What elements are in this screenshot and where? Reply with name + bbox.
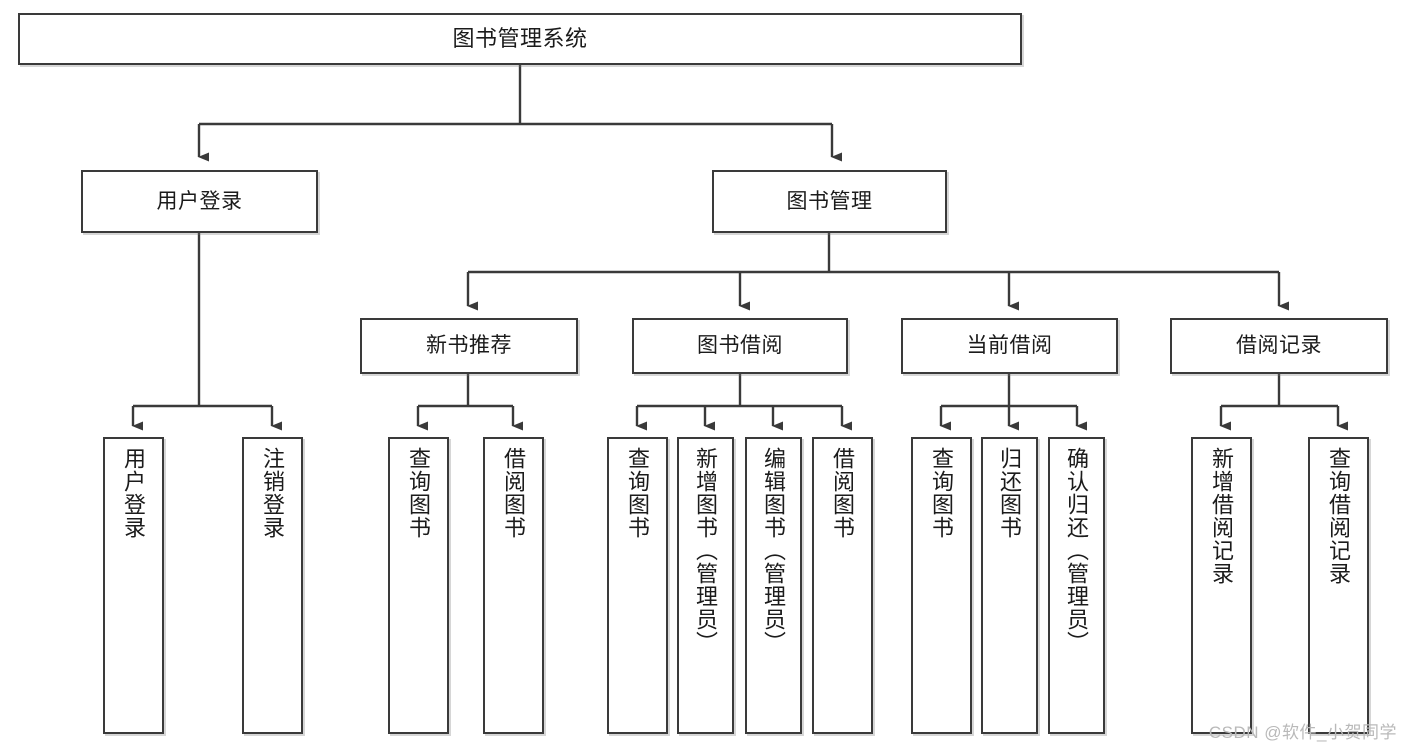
node-label: 新书推荐	[426, 334, 512, 358]
watermark: CSDN @软件_小贺同学	[1208, 723, 1397, 742]
leaf-borrow-borrow-book[interactable]: 借阅图书	[812, 437, 873, 734]
node-user-login[interactable]: 用户登录	[81, 170, 318, 233]
leaf-borrow-add-book-admin[interactable]: 新增图书（管理员）	[677, 437, 734, 734]
node-label: 确认归还（管理员）	[1064, 447, 1090, 654]
node-label: 编辑图书（管理员）	[761, 447, 787, 654]
leaf-borrow-edit-book-admin[interactable]: 编辑图书（管理员）	[745, 437, 802, 734]
leaf-borrow-query-book[interactable]: 查询图书	[607, 437, 668, 734]
node-book-borrow[interactable]: 图书借阅	[632, 318, 848, 374]
node-label: 注销登录	[260, 447, 286, 539]
node-current-borrow[interactable]: 当前借阅	[901, 318, 1118, 374]
node-new-book-recommend[interactable]: 新书推荐	[360, 318, 578, 374]
node-label: 图书借阅	[697, 334, 783, 358]
node-label: 用户登录	[121, 447, 147, 539]
leaf-current-query-book[interactable]: 查询图书	[911, 437, 972, 734]
node-book-management[interactable]: 图书管理	[712, 170, 947, 233]
leaf-new-book-query-book[interactable]: 查询图书	[388, 437, 449, 734]
node-label: 查询图书	[406, 447, 432, 539]
node-label: 图书管理	[786, 189, 873, 213]
node-label: 新增借阅记录	[1209, 447, 1235, 585]
node-label: 图书管理系统	[452, 25, 588, 51]
node-label: 借阅图书	[830, 447, 856, 539]
node-label: 查询图书	[929, 447, 955, 539]
node-label: 查询图书	[625, 447, 651, 539]
leaf-user-login[interactable]: 用户登录	[103, 437, 164, 734]
node-label: 借阅图书	[501, 447, 527, 539]
leaf-records-query-record[interactable]: 查询借阅记录	[1308, 437, 1369, 734]
node-label: 查询借阅记录	[1326, 447, 1352, 585]
node-label: 用户登录	[156, 189, 243, 213]
node-root-system[interactable]: 图书管理系统	[18, 13, 1022, 65]
node-label: 当前借阅	[966, 334, 1053, 358]
node-borrow-records[interactable]: 借阅记录	[1170, 318, 1388, 374]
leaf-current-confirm-return-admin[interactable]: 确认归还（管理员）	[1048, 437, 1105, 734]
leaf-logout[interactable]: 注销登录	[242, 437, 303, 734]
leaf-records-add-record[interactable]: 新增借阅记录	[1191, 437, 1252, 734]
leaf-new-book-borrow-book[interactable]: 借阅图书	[483, 437, 544, 734]
leaf-current-return-book[interactable]: 归还图书	[981, 437, 1038, 734]
node-label: 归还图书	[997, 447, 1023, 539]
node-label: 借阅记录	[1236, 334, 1322, 358]
node-label: 新增图书（管理员）	[693, 447, 719, 654]
